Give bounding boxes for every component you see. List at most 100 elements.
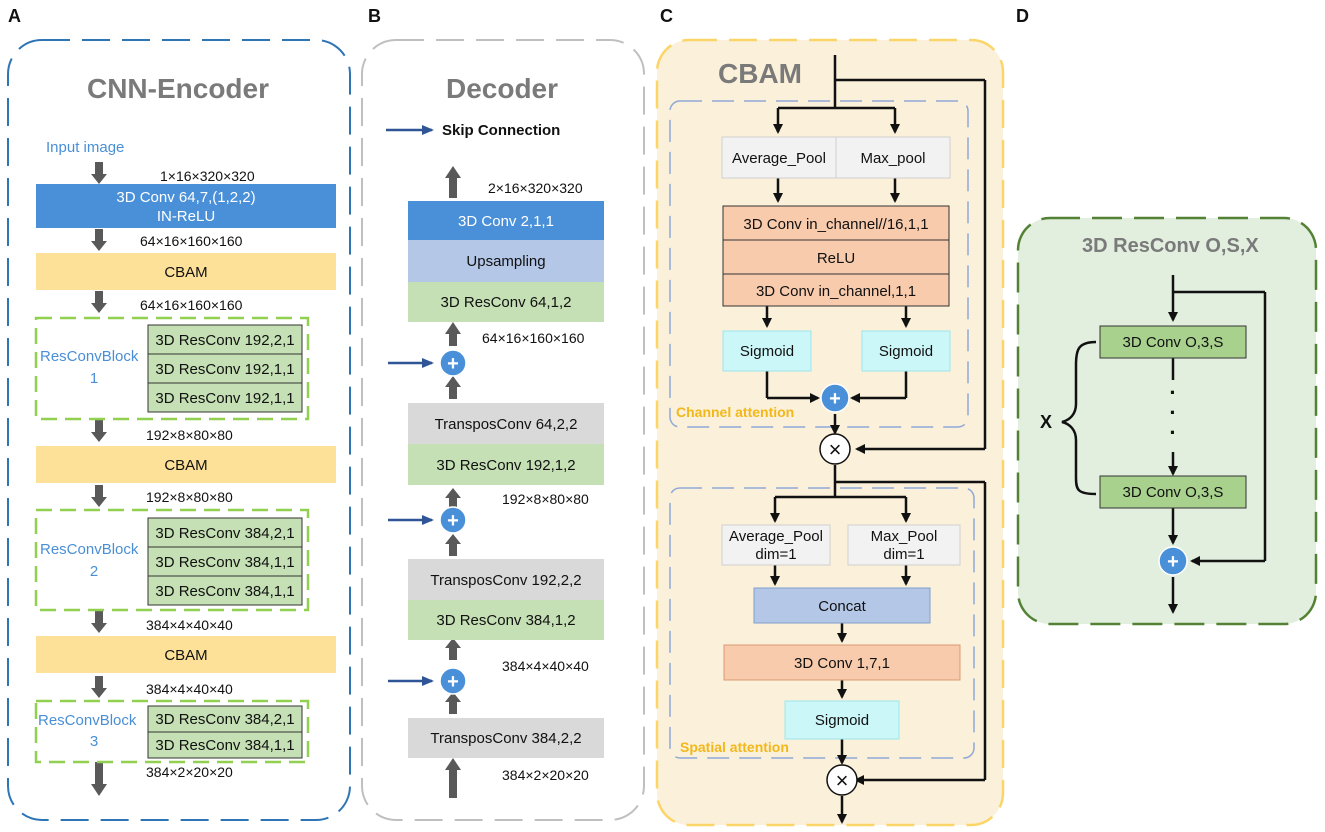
spatial-conv-label: 3D Conv 1,7,1 [794,655,890,672]
decoder-add-node-1 [439,349,467,377]
repeat-brace [1061,340,1097,496]
block3-row-2-label: 3D ResConv 384,1,1 [155,737,294,754]
block3-row-1-label: 3D ResConv 384,2,1 [155,711,294,728]
decoder-add-node-2 [439,506,467,534]
resconv-flow-lines [1168,275,1267,614]
decoder-resconv-c-label: 3D ResConv 384,1,2 [436,612,575,629]
block2-row-2-label: 3D ResConv 384,1,1 [155,554,294,571]
decoder-transpos-c-box [408,718,604,758]
decoder-add-symbol-1: + [447,353,459,375]
spatial-attention-box [669,487,975,759]
cbam-title: CBAM [718,58,802,89]
encoder-conv1-line1: 3D Conv 64,7,(1,2,2) [116,189,255,206]
decoder-border [361,39,645,821]
decoder-add-node-3 [439,667,467,695]
block1-row-3 [147,382,303,413]
decoder-resconv-b-label: 3D ResConv 192,1,2 [436,457,575,474]
channel-sigmoid-right [861,330,951,372]
resconv-dot-2: · [1169,400,1176,425]
block3-row-2 [147,731,303,759]
resconvblock-2 [34,508,310,612]
spatial-conv-box [723,644,961,681]
decoder-conv-out-label: 3D Conv 2,1,1 [458,213,554,230]
decoder-upsampling-box [408,240,604,282]
mlp-conv-b-box [722,273,950,307]
max-pool-label: Max_pool [860,150,925,167]
repeat-count-label: X [1040,412,1052,432]
mlp-conv-b-label: 3D Conv in_channel,1,1 [756,283,916,300]
panel-label-c: C [660,6,673,26]
resconv-add-node [1158,546,1188,576]
decoder-dim-a: 64×16×160×160 [482,330,585,346]
encoder-dim-8: 384×2×20×20 [146,764,233,780]
block2-row-1 [147,517,303,548]
spatial-avg-pool-line1: Average_Pool [729,528,823,545]
spatial-attention-label: Spatial attention [680,739,789,755]
spatial-avg-pool-line2: dim=1 [755,546,796,563]
avg-pool-label: Average_Pool [732,150,826,167]
decoder-resconv-a-box [408,282,604,322]
cbam-flow-lines [762,55,987,824]
panel-label-b: B [368,6,381,26]
spatial-sigmoid-label: Sigmoid [815,712,869,729]
spatial-max-pool-line2: dim=1 [883,546,924,563]
encoder-dim-7: 384×4×40×40 [146,681,233,697]
encoder-conv1-box [36,184,336,228]
channel-multiply-symbol: × [829,437,842,462]
spatial-multiply-node [826,764,858,796]
channel-sigmoid-left-label: Sigmoid [740,343,794,360]
decoder-resconv-c-box [408,600,604,640]
decoder-resconv-a-label: 3D ResConv 64,1,2 [441,294,572,311]
block2-row-3-label: 3D ResConv 384,1,1 [155,583,294,600]
block1-row-2-label: 3D ResConv 192,1,1 [155,361,294,378]
encoder-dim-3: 64×16×160×160 [140,297,243,313]
decoder-arrows [445,166,461,798]
concat-box [753,587,931,624]
resconv-dot-1: · [1169,380,1176,405]
resconv-dot-3: · [1169,420,1176,445]
block3-row-1 [147,705,303,733]
block2-row-3 [147,575,303,606]
block2-row-2 [147,546,303,577]
mlp-conv-a-label: 3D Conv in_channel//16,1,1 [743,216,928,233]
encoder-dim-4: 192×8×80×80 [146,427,233,443]
encoder-title: CNN-Encoder [87,73,269,104]
skip-connection-legend-label: Skip Connection [442,122,560,139]
encoder-arrows [91,162,107,796]
channel-sigmoid-right-label: Sigmoid [879,343,933,360]
channel-attention-box [669,100,969,428]
resconvblock-3-num: 3 [90,733,98,750]
spatial-multiply-symbol: × [836,768,849,793]
mlp-relu-label: ReLU [817,250,855,267]
decoder-dim-d: 384×2×20×20 [502,767,589,783]
decoder-dim-b: 192×8×80×80 [502,491,589,507]
spatial-max-pool-line1: Max_Pool [871,528,938,545]
encoder-conv1-line2: IN-ReLU [157,208,215,225]
decoder-transpos-a-label: TransposConv 64,2,2 [435,416,578,433]
block1-row-3-label: 3D ResConv 192,1,1 [155,390,294,407]
channel-multiply-node [819,433,851,465]
resconvblock-2-num: 2 [90,563,98,580]
decoder-conv-out-box [408,201,604,240]
encoder-cbam-1-label: CBAM [164,264,207,281]
decoder-panel: Decoder Skip Connection 2×16×320×320 3D … [361,39,645,821]
resconvblock-3 [34,699,310,764]
resconvblock-2-name: ResConvBlock [40,541,139,558]
resconv-conv-top-label: 3D Conv O,3,S [1123,334,1224,351]
encoder-dim-5: 192×8×80×80 [146,489,233,505]
block2-row-1-label: 3D ResConv 384,2,1 [155,525,294,542]
spatial-avg-pool-box [721,524,831,566]
cbam-panel: CBAM Channel attention Spatial attention [655,38,1005,827]
resconvblock-1-name: ResConvBlock [40,348,139,365]
block1-row-2 [147,353,303,384]
resconv-add-symbol: + [1167,551,1179,573]
resconv-panel: 3D ResConv O,S,X · · · 3D Conv O,3,S 3D … [1016,216,1318,626]
encoder-dim-1: 1×16×320×320 [160,168,255,184]
resconvblock-1 [34,316,310,421]
decoder-add-symbol-3: + [447,671,459,693]
spatial-sigmoid-box [784,700,900,740]
encoder-border [7,39,351,821]
decoder-transpos-a-box [408,403,604,444]
encoder-cbam-2-label: CBAM [164,457,207,474]
